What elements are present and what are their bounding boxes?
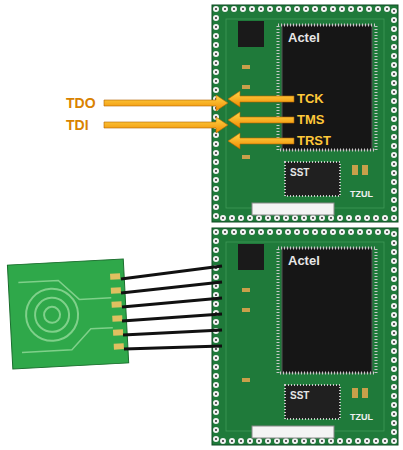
chip-marking: SST xyxy=(290,168,309,178)
board-marking: TZUL xyxy=(350,413,373,422)
signal-name: TMS xyxy=(297,113,324,126)
signal-name: TRST xyxy=(297,134,331,147)
signal-name: TCK xyxy=(297,92,324,105)
chip-marking: SST xyxy=(290,391,309,401)
signal-name: TDI xyxy=(66,118,89,132)
chip-marking: Actel xyxy=(288,31,320,44)
chip-marking: Actel xyxy=(288,254,320,267)
signal-name: TDO xyxy=(66,96,96,110)
board-marking: TZUL xyxy=(350,190,373,199)
